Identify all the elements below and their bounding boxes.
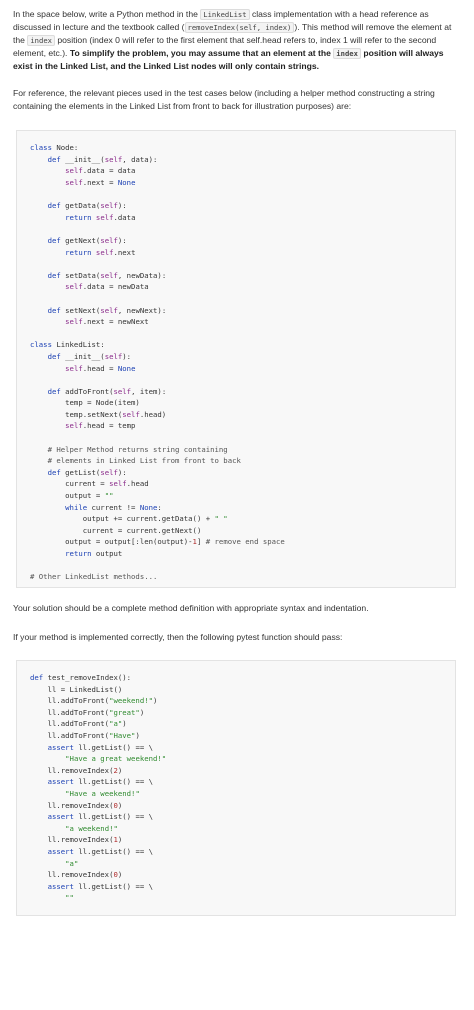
inline-code-removeindex: removeIndex(self, index) [184,21,295,33]
intro-text-1: In the space below, write a Python metho… [13,9,201,19]
pytest-code-line: assert ll.getList() == \ [47,742,154,752]
reference-code-line: self.data = data [65,166,136,176]
reference-code-line: ​ [30,560,443,572]
pytest-code-line: assert ll.getList() == \ [47,777,154,787]
pytest-code-line: ll.addToFront("great") [30,707,145,717]
reference-code-line: ​ [30,374,443,386]
reference-code-line: def addToFront(self, item): [47,386,167,396]
intro-text-2: class implementation with a head referen… [13,9,429,32]
inline-code-index-2: index [333,47,361,59]
pytest-code-line: "" [65,893,74,903]
pytest-code-line: def test_removeIndex(): [30,673,132,683]
inline-code-linkedlist: LinkedList [200,9,250,20]
reference-code-line: ​ [30,328,443,340]
pytest-code-line: "a" [65,858,79,868]
pytest-paragraph: If your method is implemented correctly,… [13,632,343,643]
reference-code-line: def __init__(self, data): [47,154,158,164]
reference-code-line: ​ [30,258,443,270]
reference-code-line: def setNext(self, newNext): [47,305,167,315]
reference-code-line: ​ [30,432,443,444]
inline-code-index: index [27,34,55,46]
pytest-code-line: ll.removeIndex(2) [30,765,123,775]
pytest-code-line: assert ll.getList() == \ [47,881,154,891]
reference-paragraph: For reference, the relevant pieces used … [13,88,435,112]
reference-code-line: ​ [30,189,443,201]
reference-code-line: def getNext(self): [47,235,127,245]
reference-code-line: output = output[:len(output)-1] # remove… [30,537,285,547]
reference-code-line: return self.next [65,247,136,257]
reference-code-line: # Other LinkedList methods... [30,572,158,582]
reference-code-line: class Node: [30,143,79,153]
reference-code-line: current = self.head [30,479,149,489]
intro-text-3: ( [181,21,185,32]
reference-code-line: return self.data [65,212,136,222]
reference-code-line: def __init__(self): [47,351,132,361]
question-content: In the space below, write a Python metho… [13,8,464,917]
pytest-code-line: ll.addToFront("Have") [30,730,140,740]
reference-code-line: def getData(self): [47,201,127,211]
reference-code-line: output = "" [30,491,114,501]
reference-code-line: ​ [30,293,443,305]
pytest-code-line: ll.removeIndex(0) [30,870,123,880]
intro-bold-text: To simplify the problem, you may assume … [13,47,444,71]
reference-code-line: self.head = temp [65,421,136,431]
reference-code-line: while current != None: [65,502,162,512]
reference-code-line: # elements in Linked List from front to … [47,456,241,466]
intro-text-4: ). This method will remove the element a… [13,21,452,45]
reference-code-line: current = current.getNext() [30,525,202,535]
reference-code-line: self.head = None [65,363,136,373]
pytest-code-line: assert ll.getList() == \ [47,812,154,822]
reference-code-line: class LinkedList: [30,340,105,350]
reference-code-line: output += current.getData() + " " [30,514,228,524]
intro-bold-1: To simplify the problem, you may assume … [69,47,334,58]
reference-code-line: temp = Node(item) [30,398,140,408]
pytest-code-line: ll.removeIndex(1) [30,835,123,845]
intro-text-5: position (index 0 will refer to the firs… [13,34,437,58]
pytest-code-line: ll.addToFront("weekend!") [30,696,158,706]
pytest-code-line: ll.removeIndex(0) [30,800,123,810]
solution-paragraph: Your solution should be a complete metho… [13,603,369,614]
reference-code-line: temp.setNext(self.head) [30,409,167,419]
reference-code-block: class Node: def __init__(self, data): se… [16,130,456,589]
pytest-code-line: assert ll.getList() == \ [47,846,154,856]
pytest-code-line: "Have a great weekend!" [65,754,167,764]
pytest-code-line: ll = LinkedList() [30,684,123,694]
pytest-code-block: def test_removeIndex(): ll = LinkedList(… [16,660,456,917]
pytest-code-line: "a weekend!" [65,823,118,833]
reference-code-line: return output [65,549,123,559]
reference-code-line: self.data = newData [65,282,149,292]
reference-code-line: def getList(self): [47,467,127,477]
reference-code-line: self.next = newNext [65,317,149,327]
pytest-code-line: ll.addToFront("a") [30,719,127,729]
reference-code-line: ​ [30,223,443,235]
reference-code-line: self.next = None [65,178,136,188]
intro-paragraph: In the space below, write a Python metho… [13,8,464,72]
intro-bold-2: position will always exist in the Linked… [13,47,444,71]
reference-code-line: # Helper Method returns string containin… [47,444,228,454]
pytest-code-line: "Have a weekend!" [65,788,140,798]
reference-code-line: def setData(self, newData): [47,270,167,280]
